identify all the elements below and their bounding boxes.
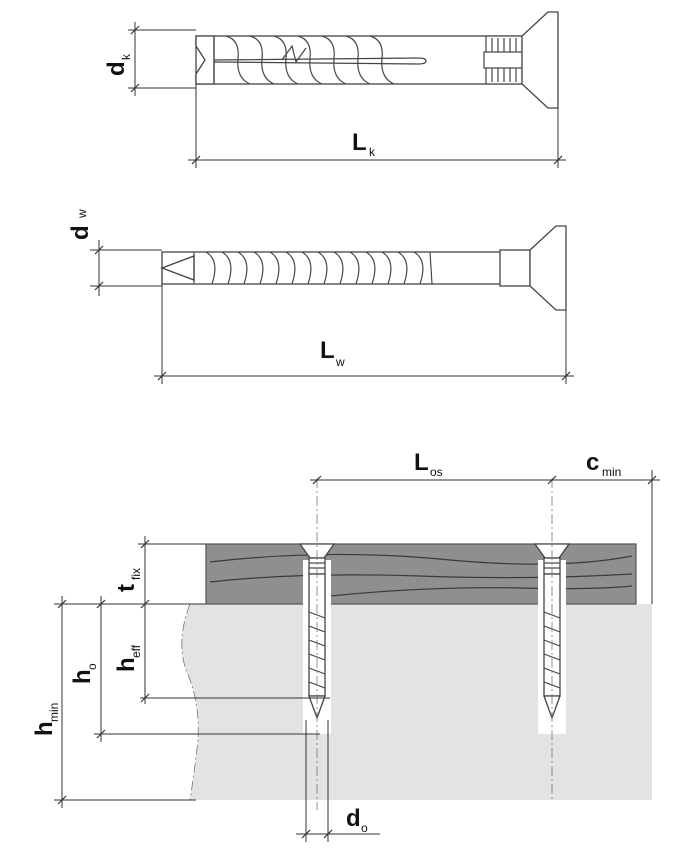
heff-label: h xyxy=(113,657,140,672)
dw-label-sub: w xyxy=(75,209,89,219)
cmin-label-sub: min xyxy=(602,465,621,479)
lw-dimension: L w xyxy=(154,268,574,384)
heff-dimension: h eff xyxy=(113,604,330,704)
screw-head xyxy=(529,225,567,311)
h0-dimension: h o xyxy=(69,596,320,742)
d0-dimension: d o xyxy=(296,720,380,842)
h0-label: h xyxy=(69,669,96,684)
d0-label-sub: o xyxy=(361,821,368,835)
lw-label: L xyxy=(320,337,335,364)
dw-dimension: d w xyxy=(67,209,162,296)
sleeve-slot xyxy=(213,57,427,65)
tfix-dimension: t fix xyxy=(113,536,206,612)
plug-sleeve-drawing xyxy=(195,11,559,109)
hmin-label-sub: min xyxy=(47,703,61,722)
hmin-dimension: h min xyxy=(31,596,206,808)
dk-dimension: d k xyxy=(103,22,196,96)
lk-dimension: L k xyxy=(188,84,566,168)
los-label: L xyxy=(414,449,429,476)
substrate xyxy=(181,604,653,800)
cmin-label: c xyxy=(586,449,599,476)
fixture-plate xyxy=(205,543,637,605)
h0-label-sub: o xyxy=(85,663,99,670)
dk-label: d xyxy=(103,61,130,76)
screw-thread xyxy=(205,251,433,285)
fixture-grain xyxy=(209,553,633,597)
lw-label-sub: w xyxy=(335,355,345,369)
substrate-break-line xyxy=(181,603,199,801)
los-cmin-dimension: L os c min xyxy=(310,449,660,604)
tfix-label: t xyxy=(113,584,140,592)
lk-label: L xyxy=(352,129,367,156)
los-label-sub: os xyxy=(430,465,443,479)
screw-drawing xyxy=(160,225,567,311)
d0-label: d xyxy=(346,805,361,832)
lk-label-sub: k xyxy=(369,145,376,159)
dw-label: d xyxy=(67,225,94,240)
sleeve-collar xyxy=(483,35,525,85)
installation-drawing xyxy=(181,478,653,810)
tfix-label-sub: fix xyxy=(129,568,143,580)
dk-label-sub: k xyxy=(119,53,133,60)
heff-label-sub: eff xyxy=(129,644,143,658)
sleeve-ribs xyxy=(225,35,395,85)
screw-shank xyxy=(161,251,505,285)
sleeve-head xyxy=(521,11,559,109)
screw-collar xyxy=(499,249,531,287)
hmin-label: h xyxy=(31,721,58,736)
